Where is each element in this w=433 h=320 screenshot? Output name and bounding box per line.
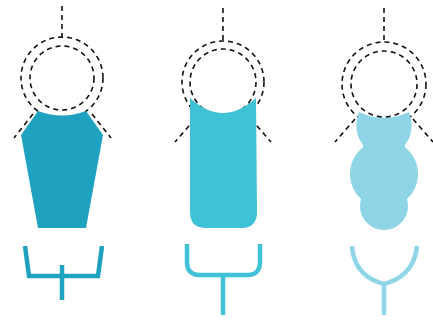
figure-rounded-bottle: [174, 8, 272, 315]
outer-guide-circle: [20, 36, 104, 120]
bottle-stand: [22, 245, 105, 300]
left-diagonal-guide: [334, 118, 356, 143]
figure-hourglass-bottle: [334, 8, 433, 315]
inner-guide-circle: [189, 48, 257, 116]
inner-guide-circle: [350, 50, 418, 118]
figure-tapered-bottle: [13, 6, 112, 300]
inner-guide-circle: [29, 45, 95, 111]
bottle-stand: [184, 244, 263, 315]
bottle-body: [190, 98, 257, 228]
right-diagonal-guide: [412, 118, 433, 143]
bottle-body: [350, 112, 418, 230]
bottle-stand: [349, 245, 420, 315]
outer-guide-circle: [341, 41, 427, 127]
bottle-body: [21, 111, 103, 228]
